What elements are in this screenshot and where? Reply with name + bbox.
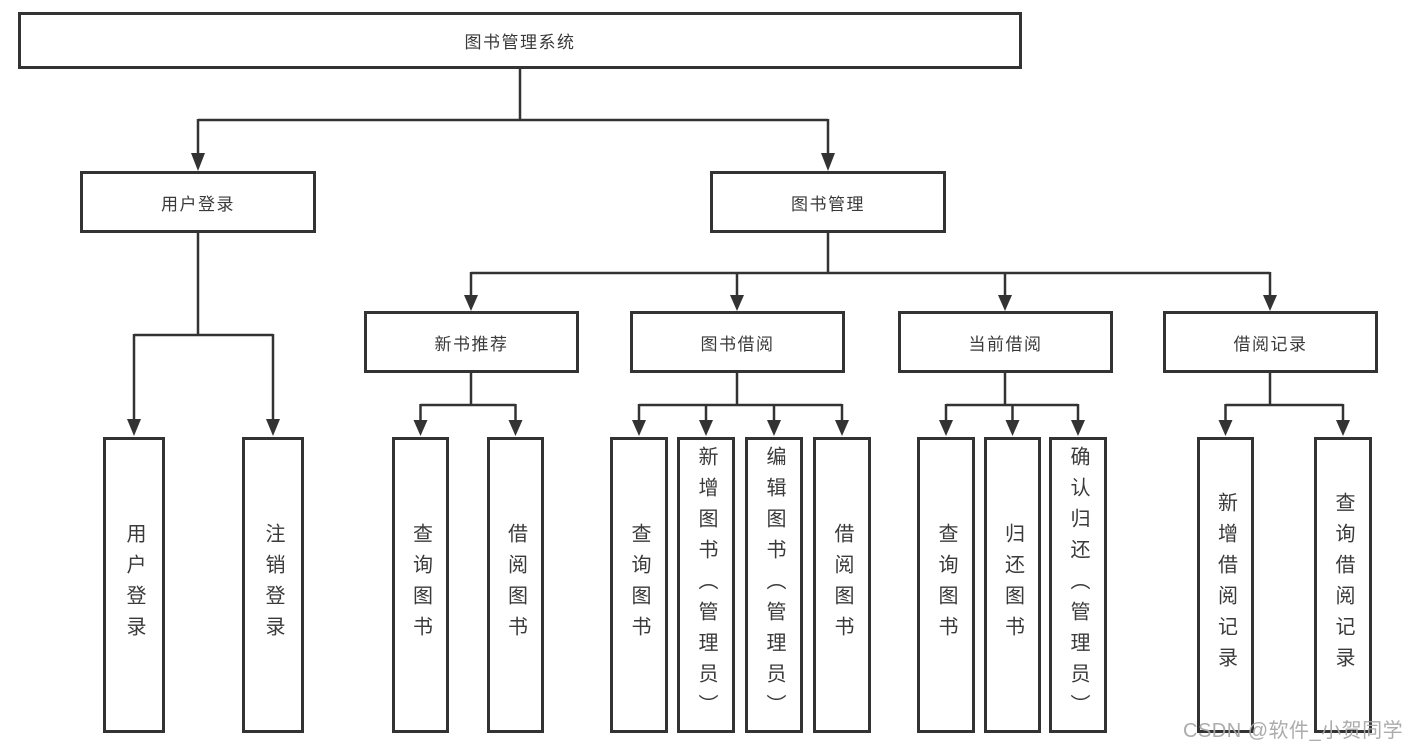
node-book-management: 图书管理	[710, 171, 946, 233]
node-label: 编辑图书（管理员）	[763, 445, 785, 725]
node-label: 确认归还（管理员）	[1067, 445, 1089, 725]
node-label: 查询借阅记录	[1332, 492, 1354, 678]
node-add-books-admin: 新增图书（管理员）	[677, 437, 735, 733]
node-query-books-borrowing: 查询图书	[610, 437, 668, 733]
watermark: CSDN @软件_小贺同学	[1183, 720, 1404, 742]
node-label: 借阅图书	[831, 523, 853, 647]
node-label: 当前借阅	[968, 334, 1043, 354]
node-label: 图书借阅	[700, 334, 775, 354]
node-user-login-action: 用户登录	[103, 437, 165, 733]
node-label: 查询图书	[935, 523, 957, 647]
node-new-book-recommendation: 新书推荐	[364, 311, 579, 373]
node-label: 注销登录	[262, 523, 284, 647]
node-label: 借阅记录	[1233, 334, 1308, 354]
node-label: 查询图书	[409, 523, 432, 647]
node-user-login: 用户登录	[80, 171, 316, 233]
node-borrowing-records: 借阅记录	[1163, 311, 1378, 373]
node-book-borrowing: 图书借阅	[630, 311, 845, 373]
node-label: 借阅图书	[504, 523, 527, 647]
node-label: 图书管理系统	[464, 33, 576, 52]
node-label: 新增图书（管理员）	[695, 445, 717, 725]
node-current-borrowing: 当前借阅	[898, 311, 1113, 373]
node-query-books-current: 查询图书	[917, 437, 975, 733]
node-label: 图书管理	[791, 194, 865, 214]
node-label: 新书推荐	[434, 334, 509, 354]
node-add-borrow-record: 新增借阅记录	[1197, 437, 1254, 733]
node-library-system: 图书管理系统	[18, 12, 1022, 69]
node-borrow-books: 借阅图书	[813, 437, 871, 733]
node-query-books-recommend: 查询图书	[392, 437, 449, 733]
node-edit-books-admin: 编辑图书（管理员）	[745, 437, 803, 733]
node-label: 用户登录	[123, 523, 145, 647]
node-label: 用户登录	[161, 194, 235, 214]
node-logout-action: 注销登录	[242, 437, 304, 733]
node-query-borrow-record: 查询借阅记录	[1314, 437, 1372, 733]
node-confirm-return-admin: 确认归还（管理员）	[1049, 437, 1107, 733]
node-borrow-books-recommend: 借阅图书	[487, 437, 544, 733]
node-label: 归还图书	[1001, 523, 1024, 647]
node-label: 查询图书	[628, 523, 650, 647]
node-label: 新增借阅记录	[1214, 492, 1237, 678]
node-return-books: 归还图书	[984, 437, 1041, 733]
